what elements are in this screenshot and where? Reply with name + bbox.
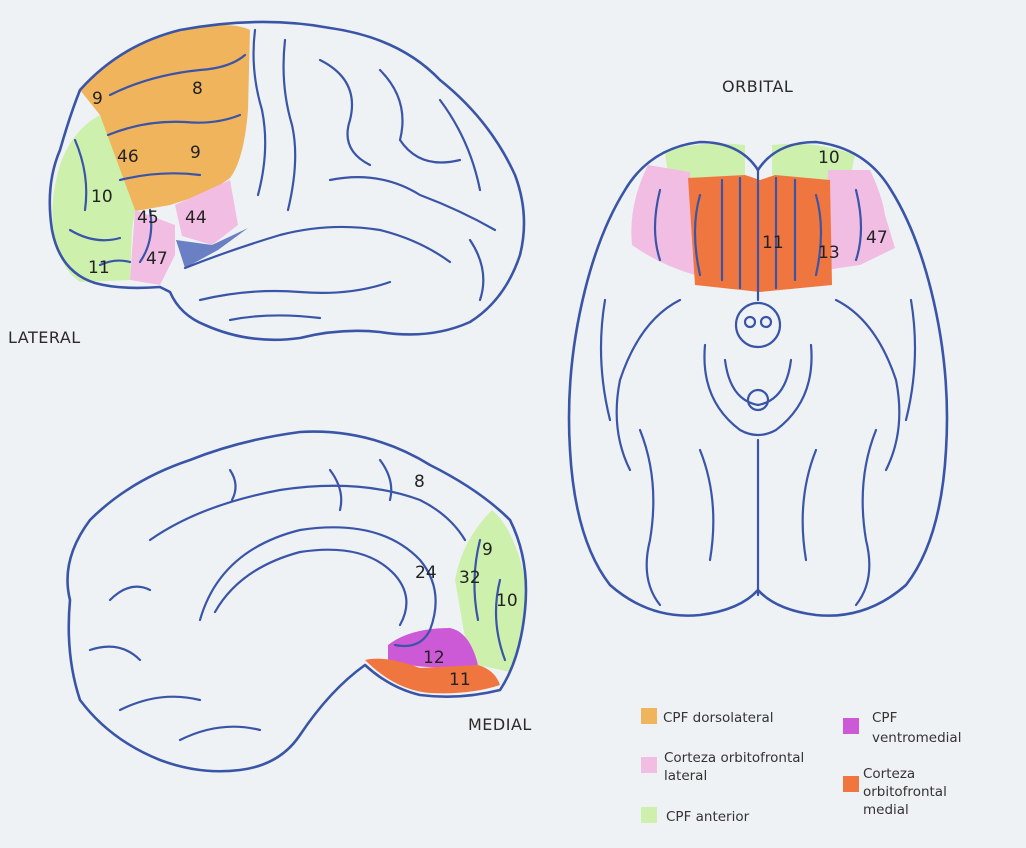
lateral-view-label: LATERAL — [8, 328, 81, 347]
lateral-area-45: 45 — [137, 208, 159, 228]
legend-label-ofc-medial-1: Corteza — [863, 766, 915, 782]
legend-label-ofc-medial-2: orbitofrontal — [863, 784, 947, 800]
orbital-view-label: ORBITAL — [722, 77, 793, 96]
legend-label-anterior: CPF anterior — [666, 809, 750, 825]
lateral-view: 9 8 46 9 10 45 44 11 47 LATERAL — [8, 22, 524, 347]
orbital-area-13: 13 — [818, 243, 840, 263]
legend-label-ventromedial-1: CPF — [872, 710, 897, 726]
medial-view-label: MEDIAL — [468, 715, 532, 734]
legend: CPF dorsolateral CPF ventromedial Cortez… — [641, 708, 961, 825]
legend-swatch-dorsolateral — [641, 708, 657, 724]
orbital-view: ORBITAL — [569, 77, 947, 616]
orbital-region-ofc-lateral-left — [631, 165, 695, 275]
medial-area-24: 24 — [415, 563, 437, 583]
legend-swatch-ventromedial — [843, 718, 859, 734]
legend-swatch-ofc-lateral — [641, 757, 657, 773]
lateral-area-8: 8 — [192, 79, 203, 99]
orbital-area-11: 11 — [762, 233, 784, 253]
medial-area-9: 9 — [482, 540, 493, 560]
orbital-region-ofc-medial — [688, 175, 832, 292]
lateral-area-11: 11 — [88, 258, 110, 278]
medial-area-12: 12 — [423, 648, 445, 668]
legend-label-dorsolateral: CPF dorsolateral — [663, 710, 774, 726]
medial-brain-outline — [68, 432, 527, 772]
medial-area-11: 11 — [449, 670, 471, 690]
lateral-area-10: 10 — [91, 187, 113, 207]
legend-swatch-ofc-medial — [843, 776, 859, 792]
orbital-area-47: 47 — [866, 228, 888, 248]
medial-area-8: 8 — [414, 472, 425, 492]
lateral-area-9a: 9 — [92, 89, 103, 109]
legend-label-ofc-medial-3: medial — [863, 802, 909, 818]
legend-label-ofc-lateral-1: Corteza orbitofrontal — [664, 750, 804, 766]
lateral-area-47: 47 — [146, 249, 168, 269]
orbital-area-10: 10 — [818, 148, 840, 168]
lateral-area-9b: 9 — [190, 143, 201, 163]
legend-label-ofc-lateral-2: lateral — [664, 768, 707, 784]
medial-area-32: 32 — [459, 568, 481, 588]
medial-view: 8 9 24 32 10 12 11 MEDIAL — [68, 432, 532, 772]
legend-label-ventromedial-2: ventromedial — [872, 730, 961, 746]
lateral-area-44: 44 — [185, 208, 207, 228]
legend-swatch-anterior — [641, 807, 657, 823]
lateral-area-46: 46 — [117, 147, 139, 167]
medial-area-10: 10 — [496, 591, 518, 611]
